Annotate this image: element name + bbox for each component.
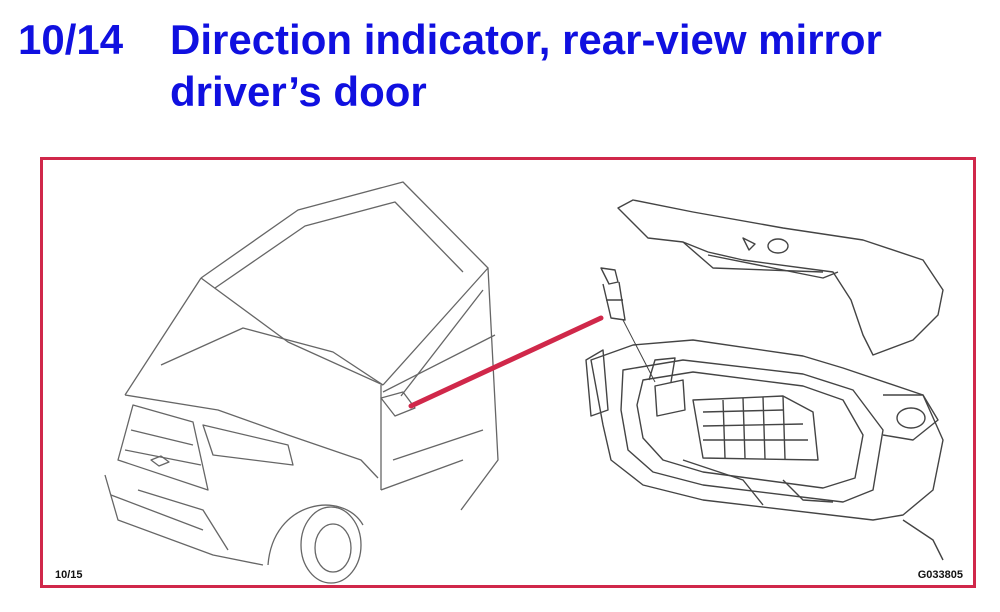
car-drawing: [104, 181, 499, 584]
section-title-line-2: driver’s door: [170, 68, 427, 115]
leader-line: [408, 315, 604, 409]
section-number: 10/14: [18, 16, 124, 63]
illustration-frame: 10/15 G033805: [40, 157, 976, 588]
mirror-assembly-drawing: [585, 199, 944, 561]
figure-ref-right: G033805: [917, 569, 963, 581]
technical-illustration: [104, 181, 944, 584]
section-title-line-1: Direction indicator, rear-view mirror: [170, 16, 882, 63]
figure-ref-left: 10/15: [55, 569, 83, 581]
